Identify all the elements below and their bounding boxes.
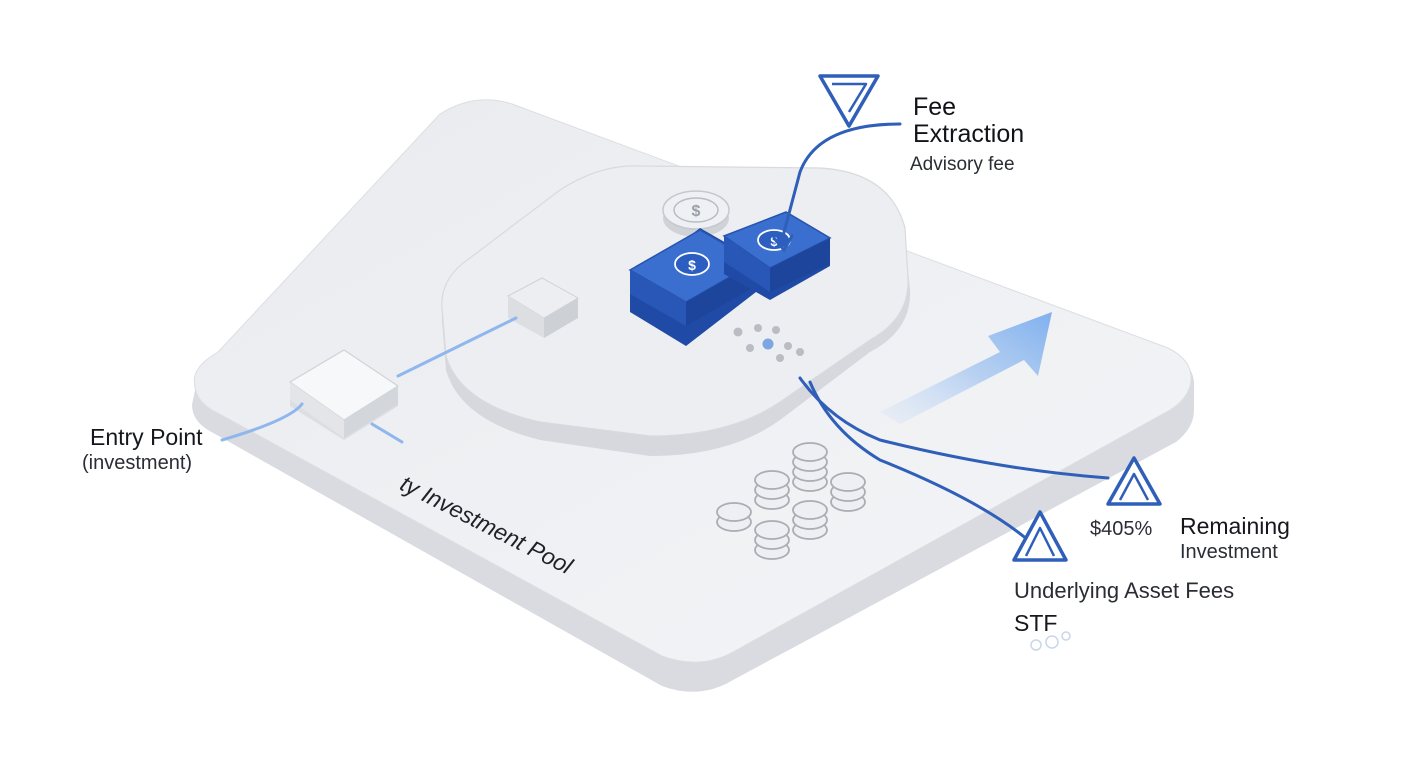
remaining-label-line1: Remaining [1180, 513, 1290, 539]
triangle-marker-icon [818, 74, 880, 128]
arrowhead-icon [772, 234, 794, 253]
pool-cube [506, 277, 580, 338]
entry-flow-lines [220, 316, 518, 444]
remaining-amount: $405% [1090, 518, 1153, 540]
flow-dots [733, 324, 804, 362]
fee-extraction-flow [780, 122, 902, 242]
entry-point-cube [288, 349, 400, 440]
stf-label: STF [1014, 610, 1058, 636]
entry-point-label: Entry Point [90, 424, 203, 450]
silver-coin-icon: $ [662, 190, 730, 237]
triangle-marker-icon [1012, 510, 1068, 562]
outflow-lines [798, 376, 1110, 542]
coin-stack-icon [716, 442, 866, 560]
advisory-fee-label: Advisory fee [910, 154, 1015, 175]
currency-symbol: $ [688, 257, 696, 273]
underlying-asset-fees-label: Underlying Asset Fees [1014, 578, 1235, 603]
growth-arrow-icon [880, 312, 1052, 424]
remaining-label-line2: Investment [1180, 541, 1278, 563]
fee-extraction-title-line1: Fee [913, 93, 957, 121]
currency-symbol: $ [692, 203, 701, 220]
entry-point-sublabel: (investment) [82, 452, 193, 474]
triangle-marker-icon [1106, 456, 1162, 506]
faint-circles [1030, 631, 1071, 651]
currency-symbol: $ [770, 234, 778, 249]
fee-extraction-title-line2: Extraction [913, 120, 1025, 148]
